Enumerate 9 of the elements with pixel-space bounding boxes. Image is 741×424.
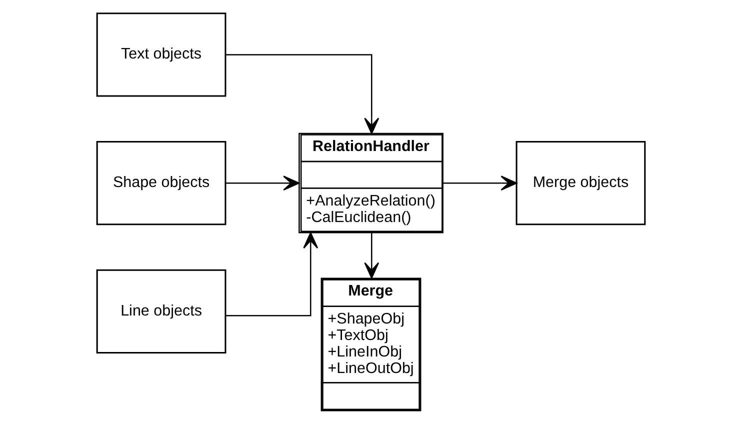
node-box: Shape objects [96, 141, 226, 226]
arrow [225, 176, 300, 191]
node-box: Text objects [96, 12, 226, 97]
node-box: Line objects [96, 269, 226, 354]
node-box: Merge objects [515, 141, 646, 226]
arrow [225, 54, 379, 134]
arrow [442, 176, 517, 191]
arrow [224, 232, 318, 316]
arrow [364, 232, 379, 279]
